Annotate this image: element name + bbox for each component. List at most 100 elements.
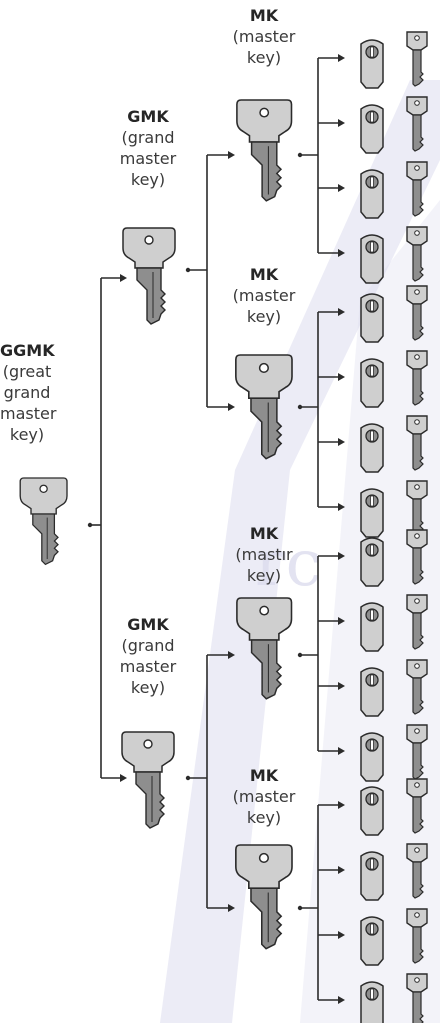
lock-cylinder-icon-15 [360,916,384,966]
mk-4-arrow-2 [338,866,345,874]
lock-cylinder-icon-12-keyway [370,739,374,751]
mk-2-arrow-3 [338,438,345,446]
mk-3-key-icon-hole [259,605,270,616]
gmk-bottom-key-icon-bow [121,731,175,773]
label-mk-4-desc: (master key) [232,787,296,827]
small-key-icon-4-bow [406,226,428,246]
cylinders-layer [360,31,428,1023]
small-key-icon-7 [406,415,428,471]
lock-cylinder-icon-2 [360,104,384,154]
mk-3-key-icon [236,597,293,700]
small-key-icon-5-bow [406,285,428,305]
mk-3-key-icon-blade [250,639,283,700]
small-key-icon-14-bow [406,843,428,863]
gmk-bottom-arrow-a [228,651,235,659]
small-key-icon-15-blade [412,926,424,964]
keys-layer [19,99,293,950]
arrow-to-gmk-top [120,274,127,282]
small-key-icon-9 [406,529,428,585]
gmk-bottom-key-icon-blade [135,771,165,829]
mk-3-key-icon-bow [236,597,293,641]
mk-1-arrow-3 [338,184,345,192]
lock-cylinder-icon-11 [360,667,384,717]
mk-4-key-icon-bow [235,844,293,890]
lock-cylinder-icon-5 [360,293,384,343]
label-mk-2-abbr: MK [249,265,279,284]
small-key-icon-8-hole [414,484,420,490]
mk-4-arrow-1 [338,801,345,809]
lock-cylinder-icon-13-keyway [370,793,374,805]
gmk-top-key-icon-blade [136,267,166,325]
small-key-icon-10-bow [406,594,428,614]
mk-2-key-icon [235,354,293,460]
gmk-top-key-icon-bow [122,227,176,269]
mk-4-key-icon-blade [250,887,283,950]
lock-cylinder-icon-14 [360,851,384,901]
arrow-to-gmk-bottom [120,774,127,782]
small-key-icon-4 [406,226,428,282]
small-key-icon-15-hole [414,912,420,918]
lock-cylinder-icon-10-keyway [370,609,374,621]
gmk-bottom-key-icon [121,731,175,829]
small-key-icon-16-hole [414,977,420,983]
label-ggmk-desc: (great grand master key) [0,362,57,444]
small-key-icon-10-hole [414,598,420,604]
label-mk-2-desc: (master key) [232,286,296,326]
small-key-icon-11-blade [412,677,424,715]
label-mk-4: MK (master key) [224,765,304,828]
mk-3-arrow-3 [338,682,345,690]
mk-2-arrow-2 [338,373,345,381]
gmk-top-key-icon-hole [144,235,154,245]
small-key-icon-5-hole [414,289,420,295]
mk-2-key-icon-bow [235,354,293,400]
lock-cylinder-icon-4-keyway [370,241,374,253]
label-mk-1: MK (master key) [224,5,304,68]
small-key-icon-6-hole [414,354,420,360]
small-key-icon-3-bow [406,161,428,181]
mk-2-key-icon-blade [250,397,283,460]
mk-1-arrow-2 [338,119,345,127]
small-key-icon-16-bow [406,973,428,993]
small-key-icon-11-hole [414,663,420,669]
gmk-top-arrow-a [228,151,235,159]
small-key-icon-5-blade [412,303,424,341]
small-key-icon-12-hole [414,728,420,734]
lock-cylinder-icon-8 [360,488,384,538]
ggmk-key-icon-bow [19,477,68,515]
lock-cylinder-icon-7 [360,423,384,473]
lock-cylinder-icon-4 [360,234,384,284]
label-mk-3: MK (mastır key) [224,523,304,586]
small-key-icon-8-bow [406,480,428,500]
lock-cylinder-icon-11-keyway [370,674,374,686]
lock-cylinder-icon-3-keyway [370,176,374,188]
small-key-icon-2-bow [406,96,428,116]
label-gmk-top: GMK (grand master key) [108,106,188,190]
lock-cylinder-icon-12 [360,732,384,782]
small-key-icon-1-bow [406,31,428,51]
lock-cylinder-icon-13 [360,786,384,836]
mk-1-key-icon-bow [236,99,293,143]
lock-cylinder-icon-1-keyway [370,46,374,58]
mk-2-key-icon-hole [258,362,269,374]
small-key-icon-8 [406,480,428,536]
small-key-icon-1-blade [412,49,424,87]
small-key-icon-4-hole [414,230,420,236]
small-key-icon-6 [406,350,428,406]
mk-1-arrow-4 [338,249,345,257]
small-key-icon-3-hole [414,165,420,171]
lock-cylinder-icon-1 [360,39,384,89]
small-key-icon-3-blade [412,179,424,217]
small-key-icon-15-bow [406,908,428,928]
small-key-icon-13 [406,778,428,834]
small-key-icon-12-bow [406,724,428,744]
lock-cylinder-icon-5-keyway [370,300,374,312]
small-key-icon-16-blade [412,991,424,1023]
label-gmk-bottom-desc: (grand master key) [119,636,177,697]
label-mk-4-abbr: MK [249,766,279,785]
small-key-icon-14-blade [412,861,424,899]
small-key-icon-1 [406,31,428,87]
gmk-top-key-icon [122,227,176,325]
small-key-icon-1-hole [414,35,420,41]
mk-1-key-icon-hole [259,107,270,118]
